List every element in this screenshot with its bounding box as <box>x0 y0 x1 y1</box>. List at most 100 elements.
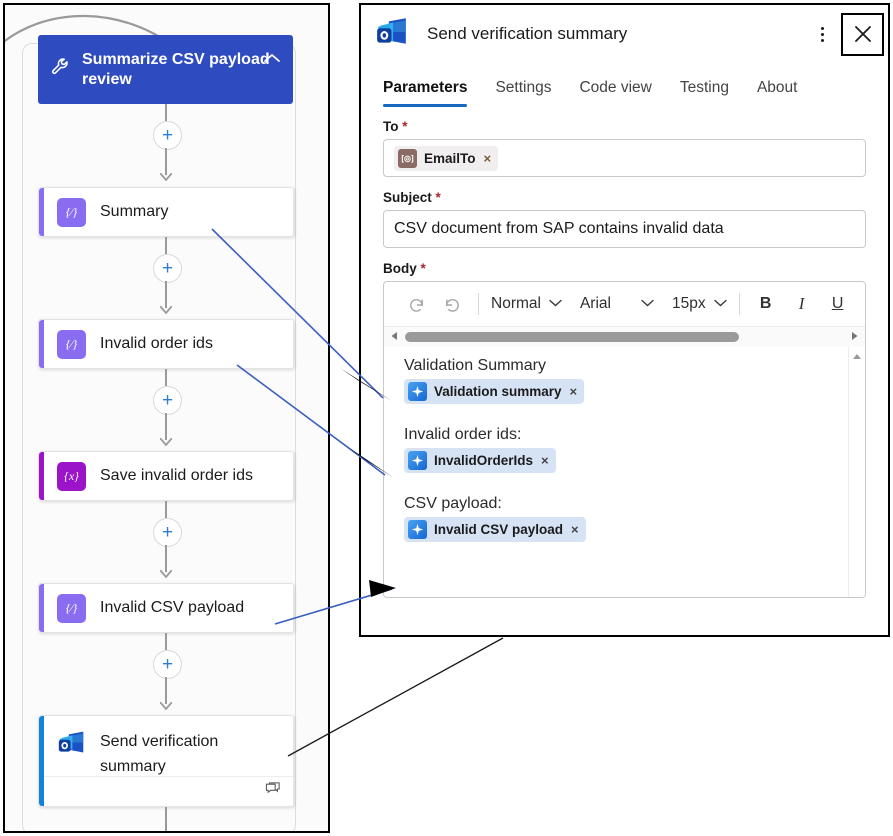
remove-token-icon[interactable]: × <box>483 150 492 166</box>
toolbar-horizontal-scrollbar[interactable] <box>384 326 865 347</box>
node-rail <box>39 584 44 632</box>
body-chip-row: Validation summary × <box>404 379 865 404</box>
connector-line <box>165 633 167 650</box>
toolbar-divider <box>738 293 740 315</box>
scroll-right-arrow-icon[interactable] <box>850 331 859 344</box>
add-step-button[interactable]: + <box>153 650 182 679</box>
token-chip-emailto[interactable]: [◎] EmailTo × <box>394 145 499 171</box>
body-vertical-scrollbar[interactable] <box>848 347 865 597</box>
bold-button[interactable]: B <box>759 295 772 312</box>
font-size-select[interactable]: 15px <box>668 295 731 313</box>
chevron-down-icon <box>713 298 727 310</box>
editor-toolbar[interactable]: Normal Arial 15px <box>384 282 865 326</box>
arrow-head-icon <box>160 570 172 578</box>
node-rail <box>39 320 44 368</box>
to-field[interactable]: [◎] EmailTo × <box>383 139 866 177</box>
add-step-button[interactable]: + <box>153 121 182 150</box>
token-chip-validation-summary[interactable]: Validation summary × <box>404 379 585 404</box>
arrow-head-icon <box>160 702 172 710</box>
comment-icon[interactable] <box>265 782 281 801</box>
chevron-up-icon[interactable] <box>263 51 281 69</box>
flow-designer-canvas[interactable]: Summarize CSV payload review + {⁄} Summa… <box>3 3 330 833</box>
scrollbar-thumb[interactable] <box>405 332 739 342</box>
body-content-area[interactable]: Validation Summary Validation summary × … <box>384 347 865 597</box>
connector-line <box>165 413 167 440</box>
connector-line <box>165 237 167 254</box>
redo-icon[interactable] <box>434 289 470 319</box>
node-rail <box>39 716 44 806</box>
connector-line <box>165 677 167 704</box>
connector-line <box>165 807 167 831</box>
italic-button[interactable]: I <box>798 294 805 313</box>
compose-icon: {⁄} <box>57 329 86 359</box>
action-node-summary[interactable]: {⁄} Summary <box>38 187 294 237</box>
token-chip-invalid-order-ids[interactable]: InvalidOrderIds × <box>404 448 556 473</box>
subject-field-label: Subject * <box>383 190 441 205</box>
action-node-send-verification-summary[interactable]: Send verification summary <box>38 715 294 807</box>
scroll-up-arrow-icon[interactable] <box>853 354 861 359</box>
connector-line <box>165 501 167 518</box>
required-marker: * <box>420 261 426 276</box>
tab-parameters[interactable]: Parameters <box>383 79 468 107</box>
tab-settings[interactable]: Settings <box>495 79 552 96</box>
font-family-select[interactable]: Arial <box>576 295 658 313</box>
scrollbar-track[interactable] <box>405 332 844 342</box>
chip-label: EmailTo <box>424 150 476 166</box>
add-step-button[interactable]: + <box>153 254 182 283</box>
required-marker: * <box>435 190 441 205</box>
compose-icon: {⁄} <box>57 593 86 623</box>
add-step-button[interactable]: + <box>153 386 182 415</box>
panel-title: Send verification summary <box>427 24 628 43</box>
toolbar-divider <box>478 293 479 315</box>
ai-sparkle-icon <box>408 382 427 401</box>
remove-token-icon[interactable]: × <box>571 522 579 537</box>
undo-icon[interactable] <box>398 289 434 319</box>
required-marker: * <box>402 119 408 134</box>
body-chip-row: Invalid CSV payload × <box>404 517 865 542</box>
node-label: Send verification summary <box>100 733 219 775</box>
connector-line <box>165 104 167 121</box>
body-line-text: Invalid order ids: <box>404 426 522 443</box>
chip-label: InvalidOrderIds <box>434 453 534 468</box>
token-chip-invalid-csv-payload[interactable]: Invalid CSV payload × <box>404 517 586 542</box>
node-footer <box>44 776 293 806</box>
outlook-icon <box>375 15 409 54</box>
paragraph-style-select[interactable]: Normal <box>487 295 566 313</box>
action-node-invalid-order-ids[interactable]: {⁄} Invalid order ids <box>38 319 294 369</box>
connector-line <box>165 281 167 308</box>
action-node-save-invalid-order-ids[interactable]: {x} Save invalid order ids <box>38 451 294 501</box>
underline-button[interactable]: U <box>831 295 844 312</box>
body-chip-row: InvalidOrderIds × <box>404 448 865 473</box>
chevron-down-icon <box>641 298 654 310</box>
tab-about[interactable]: About <box>756 79 798 96</box>
scope-header-node[interactable]: Summarize CSV payload review <box>38 35 293 104</box>
compose-icon: {⁄} <box>57 197 86 227</box>
subject-input[interactable]: CSV document from SAP contains invalid d… <box>383 210 866 248</box>
tab-testing[interactable]: Testing <box>679 79 729 96</box>
to-field-label: To * <box>383 119 408 134</box>
arrow-head-icon <box>160 438 172 446</box>
more-options-icon[interactable] <box>809 19 835 49</box>
connector-line <box>165 369 167 386</box>
node-label: Invalid order ids <box>100 335 213 352</box>
body-field-label: Body * <box>383 261 426 276</box>
remove-token-icon[interactable]: × <box>569 384 578 399</box>
chip-label: Validation summary <box>434 384 562 399</box>
body-line-text: Validation Summary <box>404 357 546 374</box>
panel-tabs[interactable]: Parameters Settings Code view Testing Ab… <box>361 63 888 107</box>
arrow-head-icon <box>160 173 172 181</box>
remove-token-icon[interactable]: × <box>541 453 549 468</box>
node-label: Invalid CSV payload <box>100 599 245 616</box>
add-step-button[interactable]: + <box>153 518 182 547</box>
close-icon[interactable] <box>841 12 884 56</box>
body-rich-text-editor[interactable]: Normal Arial 15px <box>383 281 866 598</box>
chevron-down-icon <box>549 298 562 310</box>
scroll-left-arrow-icon[interactable] <box>390 331 399 344</box>
arrow-head-icon <box>160 306 172 314</box>
node-label: Save invalid order ids <box>100 467 253 484</box>
chip-label: Invalid CSV payload <box>434 522 564 537</box>
tab-code-view[interactable]: Code view <box>579 79 652 96</box>
action-properties-panel[interactable]: Send verification summary Parameters Set… <box>359 3 890 637</box>
action-node-invalid-csv-payload[interactable]: {⁄} Invalid CSV payload <box>38 583 294 633</box>
